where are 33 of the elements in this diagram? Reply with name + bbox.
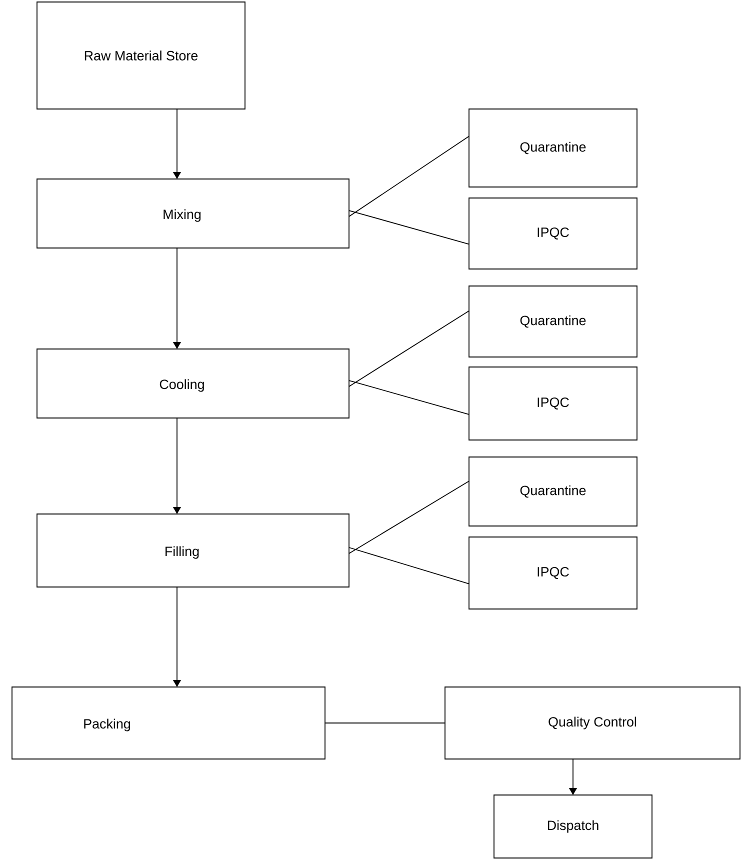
connector-line [348,310,470,387]
box-label: IPQC [538,567,569,579]
box-label: Raw Material Store [84,50,198,60]
process-box [468,198,638,270]
connector-line [348,547,470,584]
process-box [36,178,350,248]
connector-line [348,210,470,245]
box-label: Quarantine [520,485,586,498]
process-box [494,794,652,858]
box-label: Filling [166,546,199,559]
box-label: Quality Control [548,716,636,730]
process-box [468,456,638,526]
connector-line [348,136,470,217]
process-box [468,536,638,610]
process-box [36,514,350,588]
process-box [36,348,350,418]
process-box [36,2,246,110]
box-label: Quarantine [520,315,586,328]
connector-line [348,480,470,554]
box-label: IPQC [538,228,569,240]
box-label: IPQC [538,398,569,410]
box-label: Dispatch [548,820,598,833]
process-box [468,286,638,358]
process-box [444,686,740,760]
process-box [468,108,638,188]
connector-line [325,722,445,724]
process-box [12,686,326,760]
box-label: Quarantine [520,142,586,154]
box-label: Cooling [160,379,204,392]
box-label: Mixing [164,209,201,222]
box-label: Packing [84,718,130,732]
connector-line [348,380,470,415]
process-box [468,366,638,440]
